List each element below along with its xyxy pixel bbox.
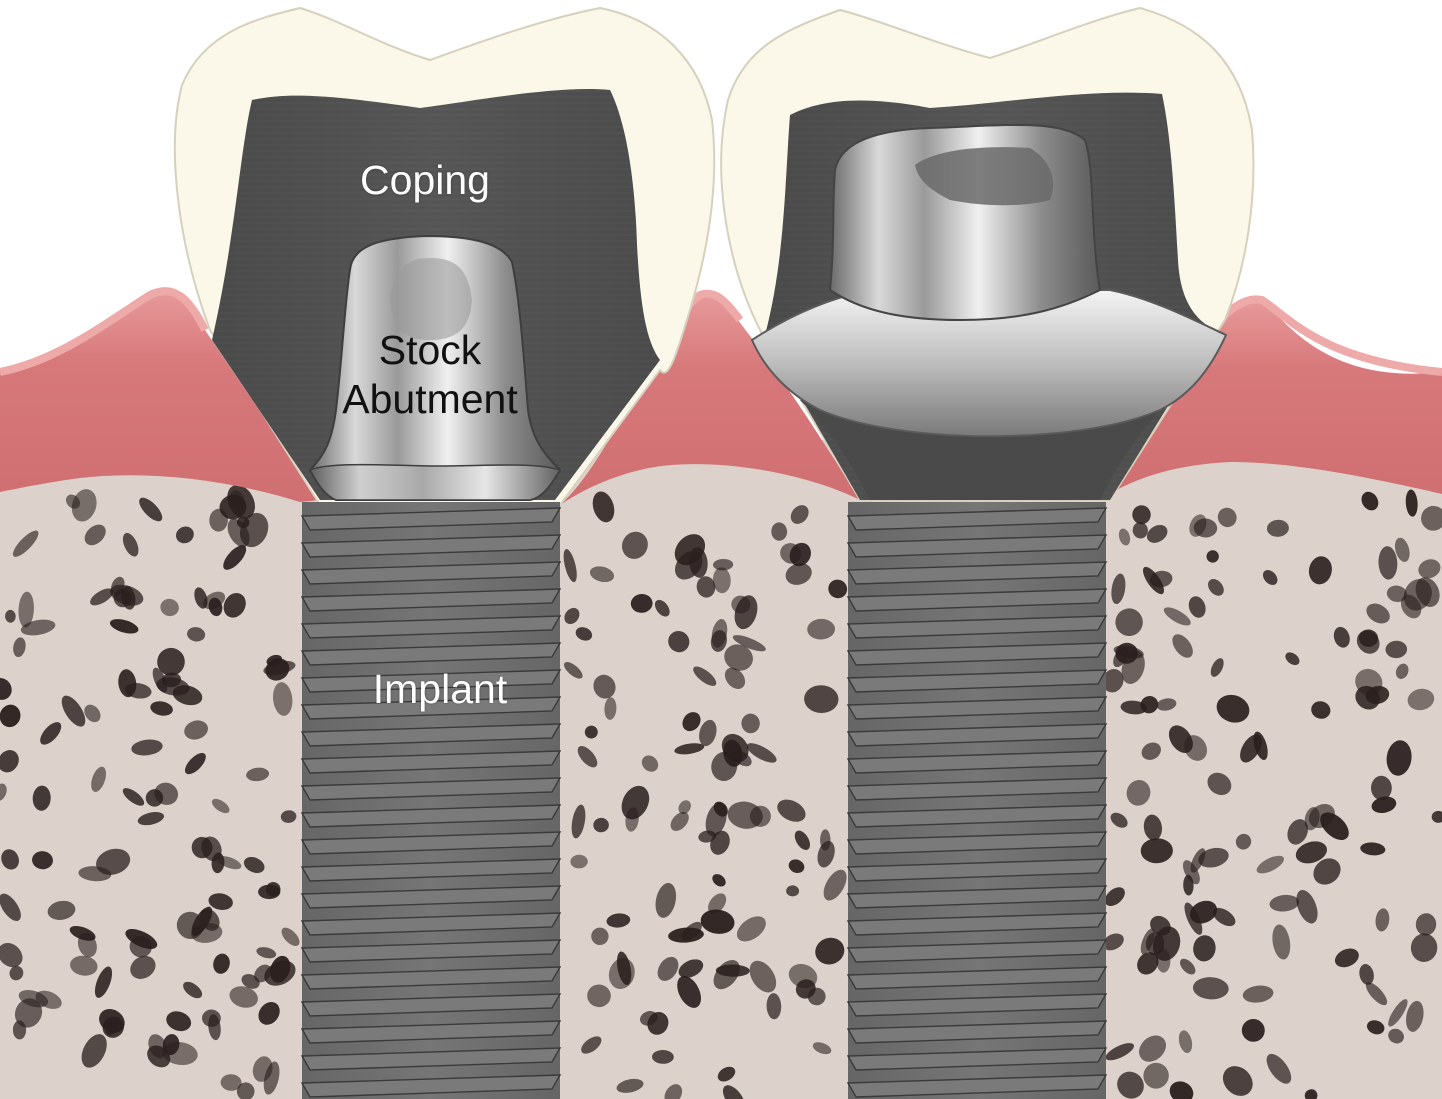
abutment-collar <box>310 465 560 500</box>
implant-left <box>302 502 560 1099</box>
bone-pore <box>258 885 280 899</box>
bone-pore <box>820 829 830 850</box>
stock-abutment-label-line2: Abutment <box>330 375 530 424</box>
coping-label: Coping <box>340 156 510 205</box>
implant-label: Implant <box>350 665 530 714</box>
implant-right <box>848 502 1106 1099</box>
stock-abutment-label-line1: Stock <box>330 326 530 375</box>
